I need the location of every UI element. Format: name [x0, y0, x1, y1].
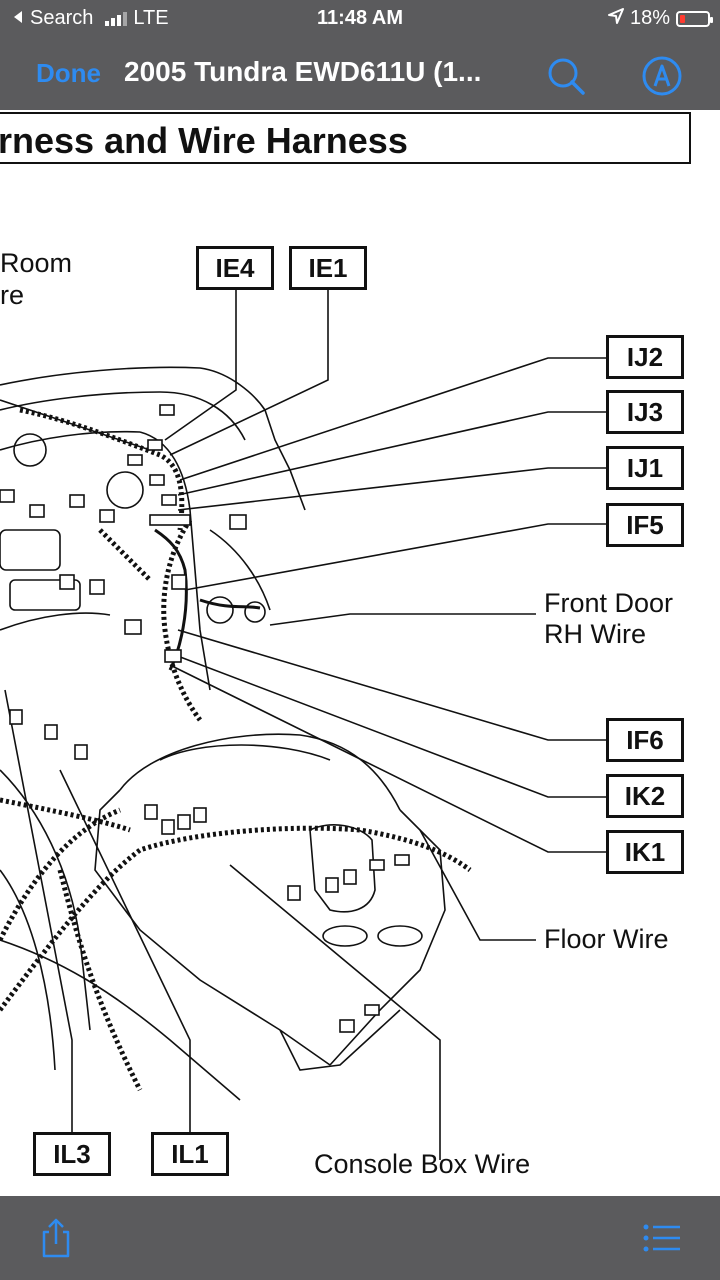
status-right: 18% [607, 7, 713, 30]
connector-tag-ie1: IE1 [289, 246, 367, 290]
document-title: 2005 Tundra EWD611U (1... [124, 56, 482, 87]
list-icon[interactable] [640, 1216, 684, 1260]
connector-tag-ik1: IK1 [606, 830, 684, 874]
label-room-line2: re [0, 280, 25, 310]
battery-fill [680, 14, 685, 23]
bottom-toolbar [0, 1196, 720, 1280]
back-to-search-label[interactable]: Search [30, 7, 94, 29]
connector-tag-il1: IL1 [151, 1132, 229, 1176]
wiring-illustration [0, 290, 606, 1160]
share-icon[interactable] [34, 1216, 78, 1260]
status-left[interactable]: Search LTE [12, 7, 169, 30]
label-room-line1: Room [0, 248, 73, 278]
status-bar: Search LTE 11:48 AM 18% [0, 0, 720, 38]
connector-tag-ij2: IJ2 [606, 335, 684, 379]
location-arrow-icon [607, 7, 624, 30]
back-arrow-icon[interactable] [12, 7, 24, 30]
connector-tag-ie4: IE4 [196, 246, 274, 290]
signal-icon [105, 11, 128, 26]
connector-tag-il3: IL3 [33, 1132, 111, 1176]
connector-tag-ij3: IJ3 [606, 390, 684, 434]
document-page[interactable]: rness and Wire Harness IE4 IE1 IJ2 IJ3 I… [0, 110, 720, 1196]
top-bar: Search LTE 11:48 AM 18% Done 2005 Tundra… [0, 0, 720, 110]
label-front-door-line1: Front Door [544, 588, 674, 618]
done-button[interactable]: Done [36, 58, 101, 88]
connector-tag-ij1: IJ1 [606, 446, 684, 490]
battery-icon [676, 10, 713, 27]
connector-tag-if5: IF5 [606, 503, 684, 547]
battery-percent: 18% [629, 7, 670, 29]
connector-tag-ik2: IK2 [606, 774, 684, 818]
label-front-door-line2: RH Wire [544, 619, 646, 649]
network-label: LTE [133, 7, 169, 29]
connector-tag-if6: IF6 [606, 718, 684, 762]
label-floor-wire: Floor Wire [544, 924, 669, 954]
section-header: rness and Wire Harness [0, 120, 408, 161]
section-header-box: rness and Wire Harness [0, 112, 691, 164]
nav-row: Done 2005 Tundra EWD611U (1... [0, 40, 720, 110]
markup-icon[interactable] [640, 54, 684, 98]
search-icon[interactable] [544, 54, 588, 98]
label-console-box-wire: Console Box Wire [314, 1149, 531, 1179]
